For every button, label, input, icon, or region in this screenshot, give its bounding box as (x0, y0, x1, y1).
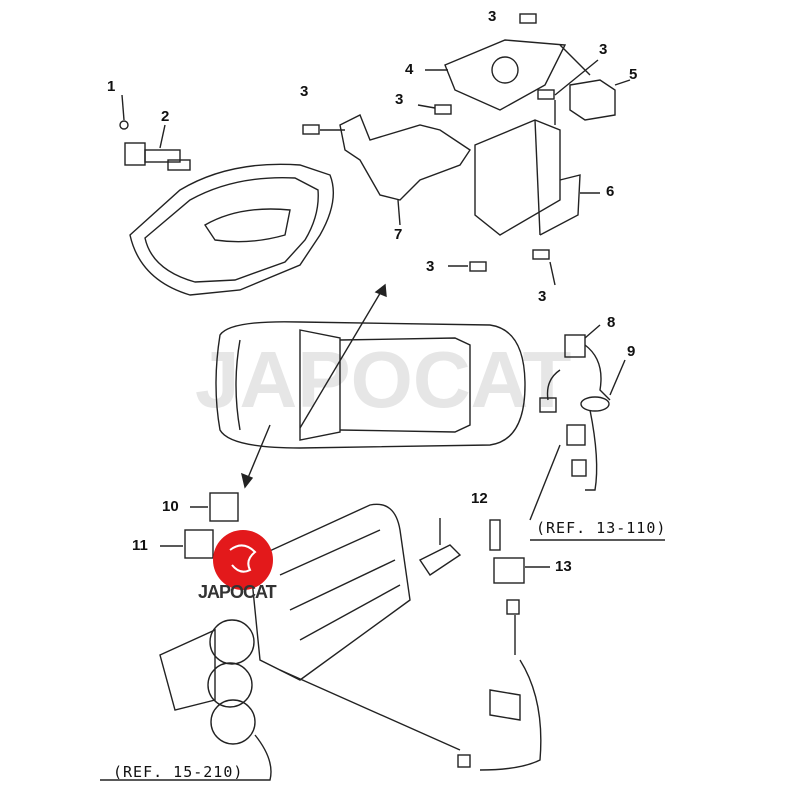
plate-part-4 (425, 39, 567, 111)
bracket-part-7 (339, 114, 471, 226)
engine-assembly (100, 503, 461, 781)
callout-2: 2 (161, 108, 170, 125)
callout-1: 1 (107, 78, 116, 95)
bolts-part-3 (302, 13, 555, 272)
callout-8: 8 (607, 314, 616, 331)
callout-3: 3 (395, 91, 404, 108)
callout-3: 3 (488, 8, 497, 25)
callout-3: 3 (300, 83, 309, 100)
relays-part-10-11 (160, 492, 239, 559)
reference-13-110: (REF. 13-110) (536, 519, 667, 537)
japocat-logo (213, 530, 273, 590)
watermark: JAPOCAT (195, 335, 572, 424)
tray-part (129, 163, 335, 296)
callout-9: 9 (627, 343, 636, 360)
callout-13: 13 (555, 558, 572, 575)
vehicle-top-view (215, 283, 526, 489)
sensor-part-2 (119, 94, 191, 171)
callout-3: 3 (599, 41, 608, 58)
sensor-part-12-13 (418, 518, 550, 771)
reference-15-210: (REF. 15-210) (113, 763, 244, 781)
relay-part-5 (569, 79, 631, 121)
callout-3: 3 (426, 258, 435, 275)
callout-12: 12 (471, 490, 488, 507)
harness-part-8-9 (529, 324, 665, 541)
callout-7: 7 (394, 226, 403, 243)
callout-3: 3 (538, 288, 547, 305)
callout-10: 10 (162, 498, 179, 515)
callout-11: 11 (132, 537, 148, 554)
logo-text: JAPOCAT (198, 582, 277, 602)
control-unit-part-6 (474, 119, 600, 236)
leader-lines (320, 44, 599, 286)
callout-5: 5 (629, 66, 638, 83)
callout-4: 4 (405, 61, 414, 78)
callout-6: 6 (606, 183, 615, 200)
